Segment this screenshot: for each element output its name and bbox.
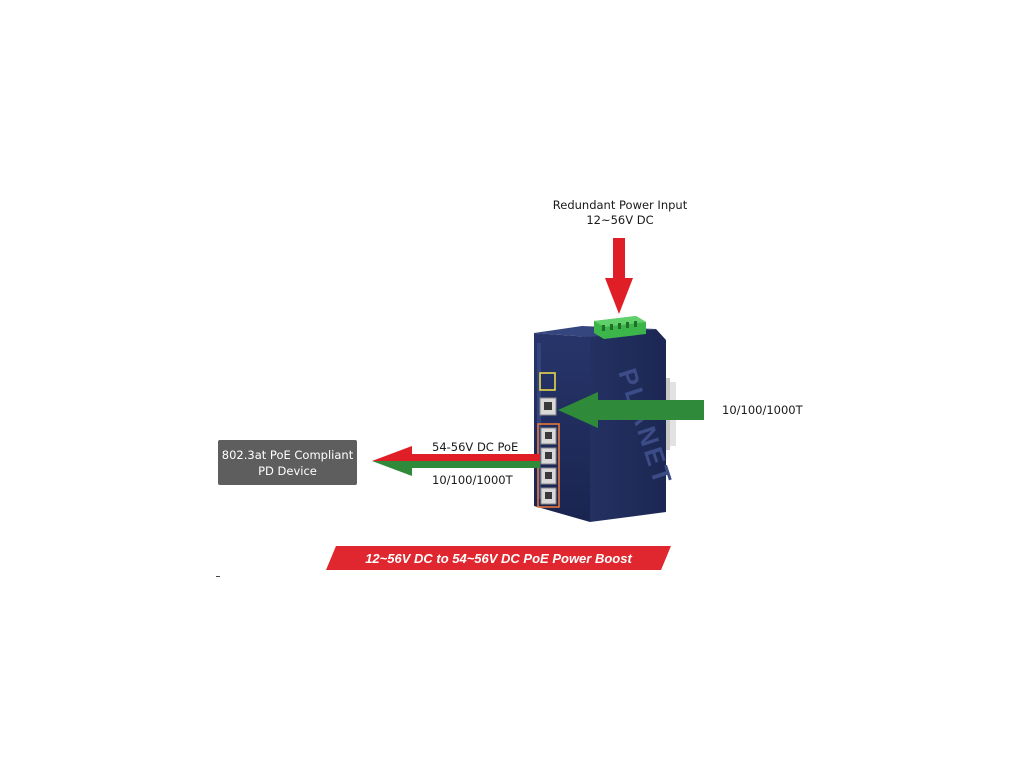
power-terminal-block — [594, 316, 646, 339]
poe-port-4-socket — [545, 492, 552, 499]
pd-device-line1: 802.3at PoE Compliant — [221, 447, 354, 462]
front-edge-highlight — [537, 343, 541, 499]
redundant-power-title: Redundant Power Input — [552, 198, 688, 212]
pd-device-line2: PD Device — [258, 463, 317, 478]
stray-mark — [216, 576, 220, 577]
uplink-rj45-socket — [544, 402, 552, 410]
power-boost-banner: 12~56V DC to 54~56V DC PoE Power Boost — [365, 550, 632, 566]
industrial-switch: PLANET — [534, 326, 679, 522]
redundant-power-label: Redundant Power Input 12~56V DC — [520, 198, 720, 228]
power-input-arrow — [605, 238, 633, 314]
switch-side-panel — [582, 329, 666, 522]
uplink-port-label: 10/100/1000T — [722, 403, 803, 417]
poe-ports — [540, 427, 557, 505]
poe-port-3-socket — [545, 472, 552, 479]
poe-output-label: 54-56V DC PoE — [432, 440, 519, 454]
poe-data-label: 10/100/1000T — [432, 473, 513, 487]
sfp-port — [539, 372, 556, 391]
pd-device-box: 802.3at PoE Compliant PD Device — [218, 440, 357, 485]
poe-port-1-socket — [545, 432, 552, 439]
uplink-data-arrow — [558, 392, 704, 428]
banner-background — [326, 546, 671, 570]
poe-output-arrow — [372, 446, 540, 476]
redundant-power-voltage: 12~56V DC — [586, 213, 654, 227]
poe-port-2-socket — [545, 452, 552, 459]
